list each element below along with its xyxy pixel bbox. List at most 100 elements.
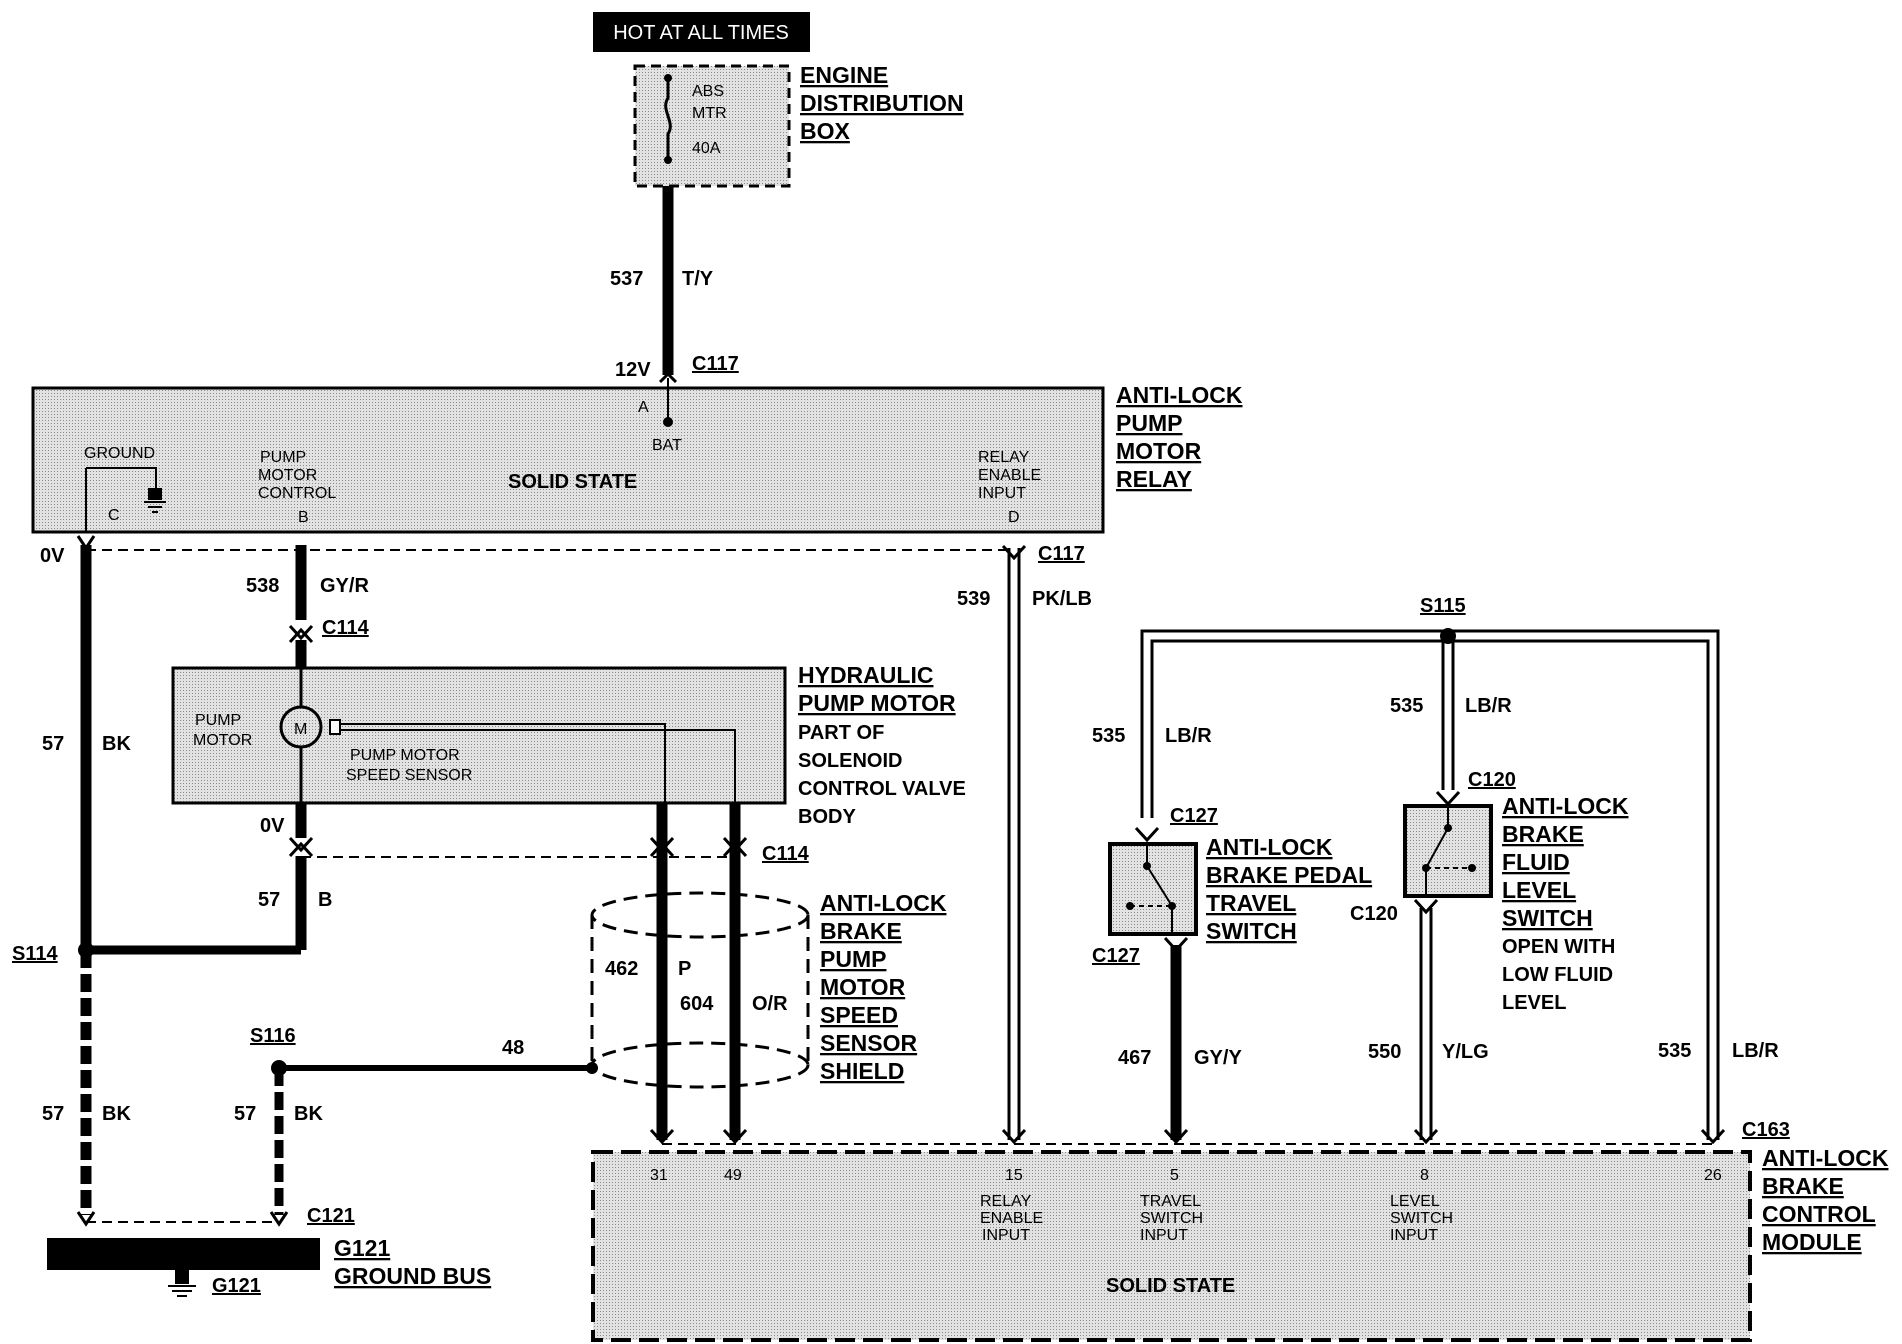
connector-c120-top: C120 [1468,769,1516,791]
wire-550-color: Y/LG [1442,1041,1489,1063]
pump-desc-2: SOLENOID [798,750,902,772]
brake-pedal-travel-switch [1108,842,1198,936]
fuse-label-1: ABS [692,83,724,100]
voltage-12v: 12V [615,359,651,381]
pedal-name-1: ANTI-LOCK [1206,834,1333,860]
brake-control-module [591,1150,1752,1342]
relay-name-2: PUMP [1116,410,1182,436]
engine-box-label-3: BOX [800,118,851,144]
module-level-in-1: LEVEL [1390,1193,1440,1210]
wire-535-a-color: LB/R [1165,725,1212,747]
motor-m: M [294,721,307,738]
module-pin-26: 26 [1704,1167,1722,1184]
connector-c127-top: C127 [1170,805,1218,827]
ground-bus-name: GROUND BUS [334,1263,491,1289]
shield-name-5: SPEED [820,1002,898,1028]
fluid-name-4: LEVEL [1502,877,1576,903]
module-level-in-3: INPUT [1390,1227,1438,1244]
module-body-label: SOLID STATE [1106,1275,1235,1297]
pedal-name-2: BRAKE PEDAL [1206,862,1372,888]
module-name-3: CONTROL [1762,1201,1876,1227]
relay-enable-3: INPUT [978,485,1026,502]
splice-s115 [1440,628,1456,644]
ground-bus [47,1238,320,1270]
engine-box-label-2: DISTRIBUTION [800,90,964,116]
relay-bat: BAT [652,437,682,454]
ground-bus-icon [168,1270,196,1297]
relay-enable-2: ENABLE [978,467,1041,484]
module-travel-in-1: TRAVEL [1140,1193,1201,1210]
wire-537-color: T/Y [682,268,714,290]
shield-name-3: PUMP [820,946,886,972]
relay-pump-ctrl-1: PUMP [260,449,306,466]
pump-motor-label-1: PUMP [195,712,241,729]
pump-desc-1: PART OF [798,722,884,744]
wire-535-b-number: 535 [1390,695,1423,717]
wire-57-b-number: 57 [258,889,280,911]
splice-s114-label: S114 [12,943,58,965]
wire-462-color: P [678,958,691,980]
relay-ground-label: GROUND [84,445,155,462]
fluid-desc-2: LOW FLUID [1502,964,1613,986]
fuse-icon [664,78,672,160]
pump-desc-3: CONTROL VALVE [798,778,966,800]
module-pin-49: 49 [724,1167,742,1184]
fluid-desc-1: OPEN WITH [1502,936,1615,958]
shield-name-1: ANTI-LOCK [820,890,947,916]
module-level-in-2: SWITCH [1390,1210,1453,1227]
wire-550 [1419,908,1433,1140]
wire-535-loop [1140,629,1720,1140]
ground-bus-id: G121 [334,1235,390,1261]
pump-desc-4: BODY [798,806,856,828]
wire-538-number: 538 [246,575,279,597]
module-name-4: MODULE [1762,1229,1862,1255]
relay-pin-b: B [298,509,309,526]
pump-name-2: PUMP MOTOR [798,690,956,716]
wire-550-number: 550 [1368,1041,1401,1063]
wire-57-b-color: B [318,889,332,911]
wire-467-color: GY/Y [1194,1047,1242,1069]
relay-name-4: RELAY [1116,466,1192,492]
ground-icon [144,488,166,513]
fuse-label-2: MTR [692,105,727,122]
shield-name-6: SENSOR [820,1030,918,1056]
splice-s115-label: S115 [1420,595,1466,617]
relay-pump-ctrl-3: CONTROL [258,485,336,502]
connector-c117-right: C117 [1038,543,1085,565]
relay-pin-c: C [108,507,120,524]
pedal-name-3: TRAVEL [1206,890,1296,916]
connector-c127-bottom: C127 [1092,945,1140,967]
relay-body-label: SOLID STATE [508,471,637,493]
module-name-1: ANTI-LOCK [1762,1145,1889,1171]
wire-57-c-color: BK [102,1103,131,1125]
module-name-2: BRAKE [1762,1173,1844,1199]
wire-57-d-color: BK [294,1103,323,1125]
brake-fluid-level-switch [1403,804,1493,898]
fluid-name-5: SWITCH [1502,905,1593,931]
fluid-name-1: ANTI-LOCK [1502,793,1629,819]
shield-name-7: SHIELD [820,1058,904,1084]
pump-motor-relay [31,386,1105,534]
wire-535-c-number: 535 [1658,1040,1691,1062]
wire-535-b-color: LB/R [1465,695,1512,717]
module-relay-in-1: RELAY [980,1193,1032,1210]
relay-pin-a: A [638,399,649,416]
module-pin-8: 8 [1420,1167,1429,1184]
module-pin-5: 5 [1170,1167,1179,1184]
module-travel-in-2: SWITCH [1140,1210,1203,1227]
wire-539 [1007,548,1021,1140]
voltage-0v-pump: 0V [260,815,285,837]
speed-sensor-shield [590,891,810,1089]
engine-distribution-box [633,64,791,188]
wire-538-color: GY/R [320,575,369,597]
module-pin-31: 31 [650,1167,668,1184]
module-pin-15: 15 [1005,1167,1023,1184]
fuse-label-3: 40A [692,140,721,157]
wire-535-a-number: 535 [1092,725,1125,747]
wire-604-number: 604 [680,993,714,1015]
wire-57-left-number: 57 [42,733,64,755]
wire-57-left-color: BK [102,733,131,755]
connector-c163: C163 [1742,1119,1790,1141]
splice-s116-label: S116 [250,1025,296,1047]
